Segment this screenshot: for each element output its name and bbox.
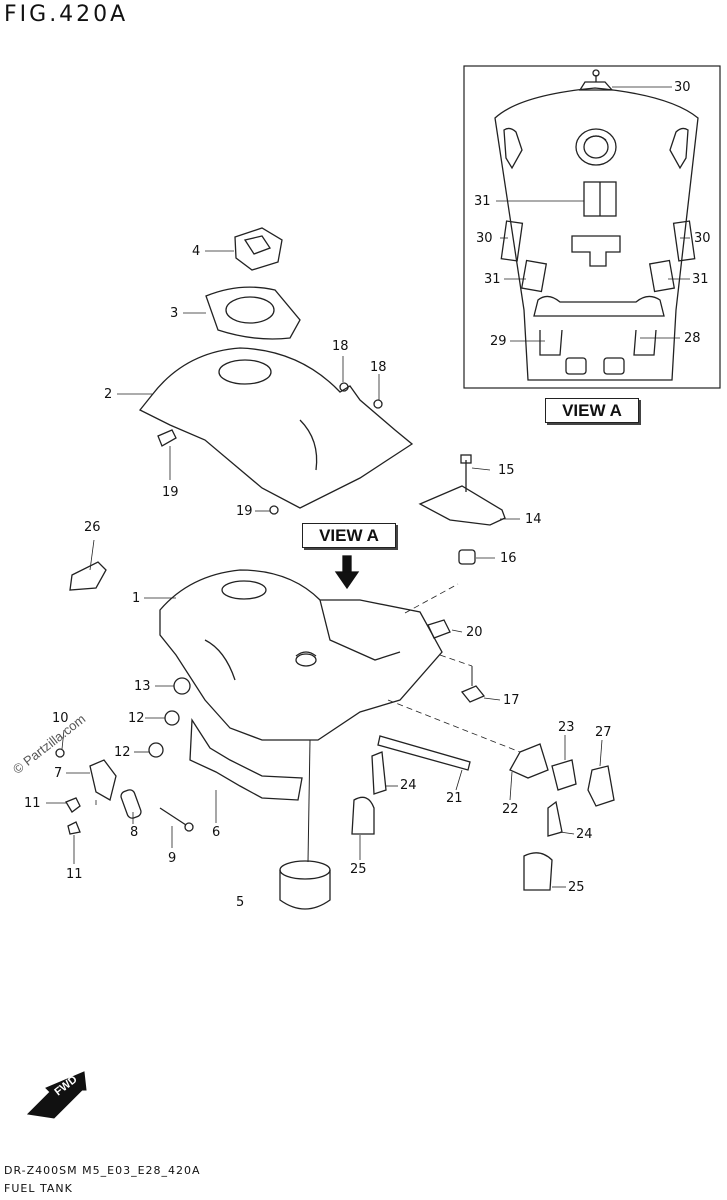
dashed-guides <box>387 583 521 753</box>
part-3-plate <box>205 286 301 340</box>
callout-14: 14 <box>525 512 542 527</box>
inset-frame <box>463 65 721 389</box>
callout-31c: 31 <box>692 272 709 287</box>
inset-tank-outline <box>494 69 699 381</box>
model-code: DR-Z400SM M5_E03_E28_420A <box>4 1164 201 1177</box>
callout-20: 20 <box>466 625 483 640</box>
view-a-callout-box: VIEW A <box>302 523 396 548</box>
callout-17: 17 <box>503 693 520 708</box>
callout-18b: 18 <box>370 360 387 375</box>
callout-10: 10 <box>52 711 69 726</box>
callout-4: 4 <box>192 244 201 259</box>
callout-29: 29 <box>490 334 507 349</box>
callout-19a: 19 <box>162 485 179 500</box>
callout-9: 9 <box>168 851 177 866</box>
callout-19b: 19 <box>236 504 253 519</box>
callout-25a: 25 <box>350 862 367 877</box>
callout-24b: 24 <box>576 827 593 842</box>
view-a-arrow <box>334 555 360 590</box>
callout-7: 7 <box>54 766 63 781</box>
callout-15: 15 <box>498 463 515 478</box>
callout-21: 21 <box>446 791 463 806</box>
part-4-cap <box>234 227 283 271</box>
part-14-bracket <box>418 485 506 526</box>
callout-11a: 11 <box>24 796 41 811</box>
callout-18a: 18 <box>332 339 349 354</box>
callout-30b: 30 <box>476 231 493 246</box>
callout-31b: 31 <box>484 272 501 287</box>
figure-title: FIG.420A <box>4 2 129 27</box>
callout-11b: 11 <box>66 867 83 882</box>
leader-lines <box>46 86 690 888</box>
callout-6: 6 <box>212 825 221 840</box>
callout-12b: 12 <box>114 745 131 760</box>
callout-22: 22 <box>502 802 519 817</box>
callout-26: 26 <box>84 520 101 535</box>
part-6-shield <box>189 717 303 801</box>
fwd-arrow-icon: FWD <box>26 1071 87 1119</box>
callout-24a: 24 <box>400 778 417 793</box>
callout-5: 5 <box>236 895 245 910</box>
callout-8: 8 <box>130 825 139 840</box>
callout-28: 28 <box>684 331 701 346</box>
view-a-inset-label: VIEW A <box>545 398 639 423</box>
callout-27: 27 <box>595 725 612 740</box>
part-2-cover <box>138 347 414 509</box>
callout-1: 1 <box>132 591 141 606</box>
callout-23: 23 <box>558 720 575 735</box>
part-1-tank <box>159 569 443 741</box>
callout-16: 16 <box>500 551 517 566</box>
callout-30c: 30 <box>694 231 711 246</box>
part-5-cylinder <box>279 870 331 910</box>
callout-30a: 30 <box>674 80 691 95</box>
callout-31a: 31 <box>474 194 491 209</box>
callout-3: 3 <box>170 306 179 321</box>
callout-12a: 12 <box>128 711 145 726</box>
section-name: FUEL TANK <box>4 1182 73 1195</box>
callout-25b: 25 <box>568 880 585 895</box>
callout-2: 2 <box>104 387 113 402</box>
callout-13: 13 <box>134 679 151 694</box>
